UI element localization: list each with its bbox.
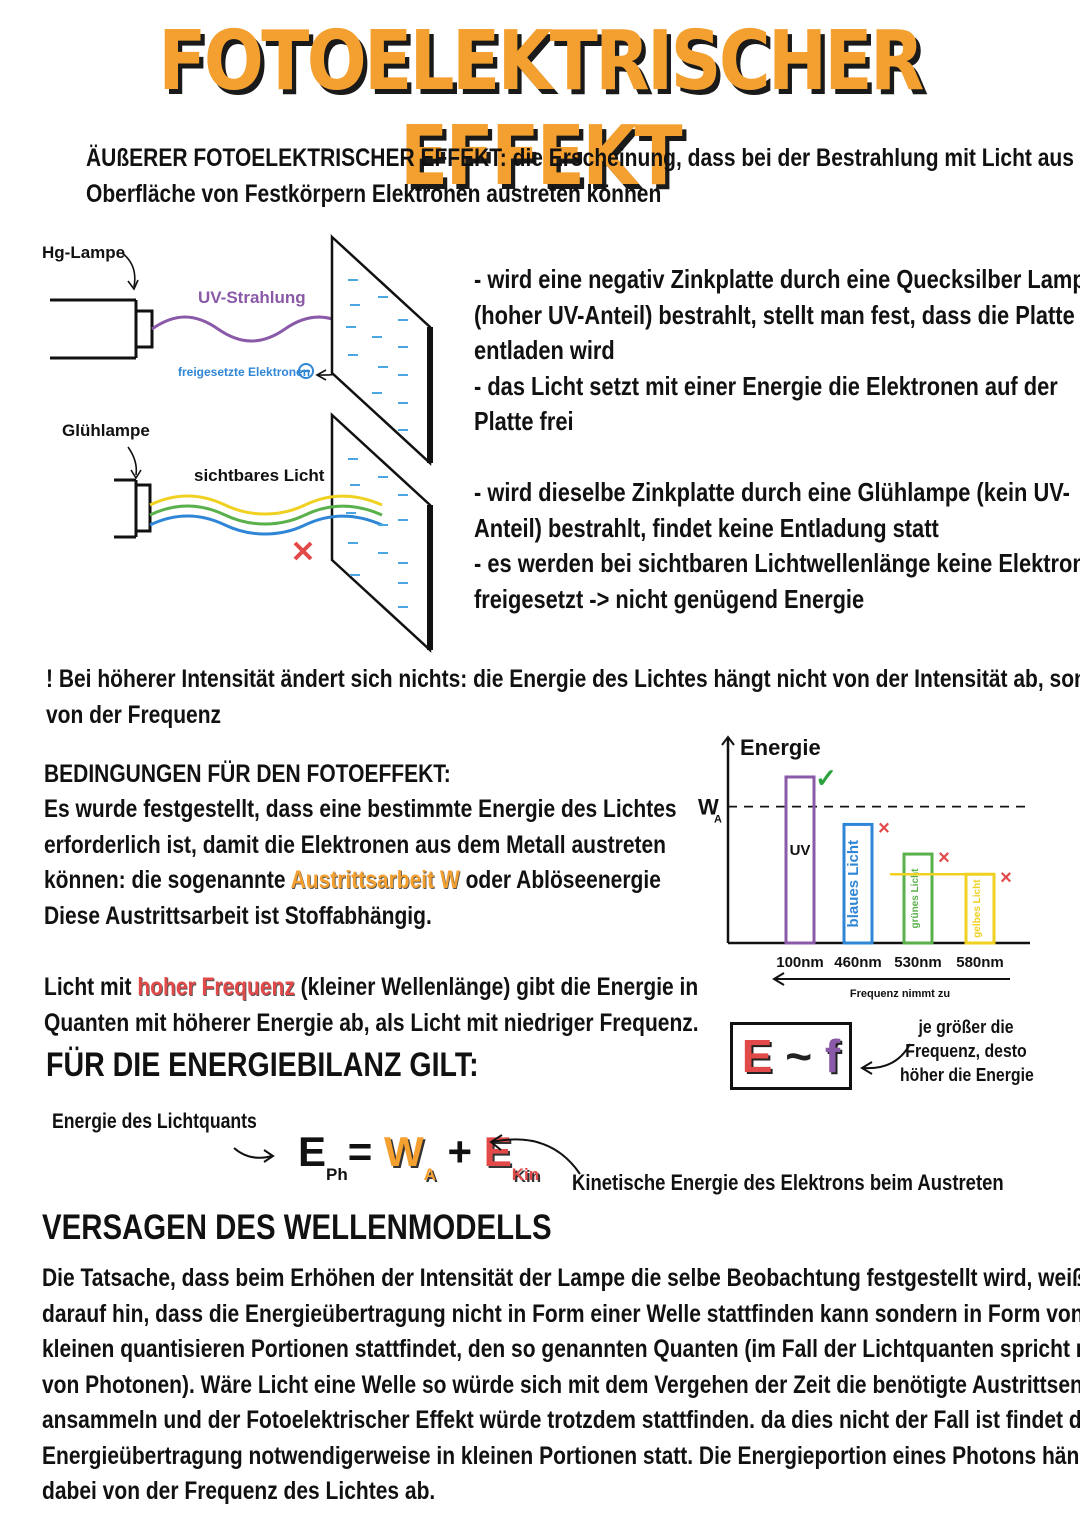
electron-icon: [298, 363, 314, 379]
conditions-line: Diese Austrittsarbeit ist Stoffabhängig.: [44, 901, 432, 930]
plate-charges-bottom: [346, 458, 408, 608]
uv-label: UV-Strahlung: [198, 288, 306, 307]
threshold-label: W: [698, 795, 719, 820]
conditions-line: Es wurde festgestellt, dass eine bestimm…: [44, 795, 677, 823]
zinc-plate-top: [330, 234, 433, 466]
bar-label: grünes Licht: [910, 868, 921, 929]
wave-model-line: Die Tatsache, dass beim Erhöhen der Inte…: [42, 1264, 1080, 1292]
glow-lamp: [114, 478, 152, 539]
bar-label: UV: [790, 842, 811, 859]
definition-text: ÄUßERER FOTOELEKTRISCHER EFFEKT: die Ers…: [86, 140, 1080, 212]
energy-bar: [902, 852, 934, 945]
zinc-plate-bottom: [330, 412, 433, 653]
frequency-symbol: f: [824, 1030, 841, 1082]
tick-label: 530nm: [894, 954, 942, 971]
result-mark: ✓: [815, 763, 837, 793]
intensity-note: ! Bei höherer Intensität ändert sich nic…: [46, 661, 1080, 733]
tick-label: 460nm: [834, 954, 882, 971]
pointer-arrow: [233, 1147, 275, 1163]
energy-symbol: E: [741, 1030, 773, 1082]
result-mark: ×: [878, 817, 890, 839]
tick-label: 580nm: [956, 954, 1004, 971]
glow-lamp-label: Glühlampe: [62, 421, 150, 440]
experiment-diagram: Hg-Lampe UV-Strahlung freigesetzte Elekt…: [42, 234, 433, 653]
hg-lamp-label: Hg-Lampe: [42, 243, 125, 262]
light-quantum-label: Energie des Lichtquants: [52, 1110, 257, 1133]
frequency-highlight: hoher Frequenz: [137, 973, 295, 1001]
frequency-text: Licht mit hoher Frequenz (kleiner Wellen…: [44, 969, 699, 1041]
observation-line: Anteil) bestrahlt, findet keine Entladun…: [474, 512, 939, 543]
frequency-arrow-head: [772, 972, 785, 986]
pointer-arrow: [121, 252, 136, 288]
result-mark: ×: [938, 847, 950, 869]
balance-heading: FÜR DIE ENERGIEBILANZ GILT:: [46, 1046, 479, 1084]
relation-note: je größer die Frequenz, desto höher die …: [900, 1015, 1034, 1087]
relation-note-line: Frequenz, desto: [905, 1041, 1027, 1061]
wave-model-line: dabei von der Frequenz des Lichtes ab.: [42, 1477, 436, 1505]
threshold-sub-label: A: [714, 814, 722, 826]
y-axis-label: Energie: [740, 735, 821, 760]
observation-line: [474, 440, 1080, 476]
bar-label: gelbes Licht: [972, 879, 983, 938]
tick-label: 100nm: [776, 954, 824, 971]
definition-line: Oberfläche von Festkörpern Elektronen au…: [86, 180, 662, 208]
pointer-arrow: [127, 446, 138, 476]
observation-line: - wird dieselbe Zinkplatte durch eine Gl…: [474, 477, 1070, 507]
observation-line: - wird eine negativ Zinkplatte durch ein…: [474, 264, 1080, 294]
wave-model-line: kleinen quantisieren Portionen stattfind…: [42, 1335, 1080, 1363]
wave-model-heading: VERSAGEN DES WELLENMODELLS: [42, 1208, 552, 1247]
kinetic-energy-label: Kinetische Energie des Elektrons beim Au…: [572, 1170, 1004, 1195]
conditions-heading: BEDINGUNGEN FÜR DEN FOTOEFFEKT:: [44, 760, 451, 788]
observation-line: entladen wird: [474, 335, 615, 365]
energy-bar: [842, 822, 874, 945]
frequency-line: Quanten mit höherer Energie ab, als Lich…: [44, 1009, 699, 1037]
y-axis-arrow: [721, 735, 735, 746]
bar-label: blaues Licht: [845, 840, 862, 928]
result-mark: ×: [1000, 867, 1012, 889]
observation-line: freigesetzt -> nicht genügend Energie: [474, 583, 865, 614]
visible-light-waves: [149, 494, 383, 536]
energy-balance-formula: EPh= WA + EKin: [298, 1128, 540, 1184]
page-title: FOTOELEKTRISCHER EFFEKT: [158, 14, 924, 204]
visible-light-label: sichtbares Licht: [194, 466, 325, 485]
note-line: ! Bei höherer Intensität ändert sich nic…: [46, 665, 1080, 693]
cross-icon: [293, 541, 313, 561]
observation-line: - das Licht setzt mit einer Energie die …: [474, 370, 1058, 401]
conditions-line: erforderlich ist, damit die Elektronen a…: [44, 830, 667, 859]
conditions-text: Es wurde festgestellt, dass eine bestimm…: [44, 792, 677, 934]
wave-model-line: darauf hin, dass die Energieübertragung …: [42, 1299, 1080, 1328]
wave-model-line: Energieübertragung notwendigerweise in k…: [42, 1441, 1080, 1470]
relation-note-line: je größer die: [918, 1017, 1014, 1037]
hg-lamp: [50, 298, 154, 360]
pointer-arrow: [860, 1043, 911, 1075]
observation-line: (hoher UV-Anteil) bestrahlt, stellt man …: [474, 299, 1075, 330]
wave-model-text: Die Tatsache, dass beim Erhöhen der Inte…: [42, 1261, 1080, 1510]
pointer-arrow: [489, 1134, 581, 1175]
wave-model-line: ansammeln und der Fotoelektrischer Effek…: [42, 1406, 1080, 1434]
energy-bar: [784, 775, 816, 945]
note-line: von der Frequenz: [46, 701, 222, 729]
plate-charges-top: [346, 279, 408, 431]
observation-line: - es werden bei sichtbaren Lichtwellenlä…: [474, 548, 1080, 578]
energy-frequency-relation: E ~ f: [730, 1022, 852, 1090]
wave-model-line: von Photonen). Wäre Licht eine Welle so …: [42, 1370, 1080, 1399]
austrittsarbeit-highlight: Austrittsarbeit W: [290, 866, 460, 894]
conditions-line: können: die sogenannte Austrittsarbeit W…: [44, 866, 661, 894]
observation-line: Platte frei: [474, 406, 574, 436]
observations-text: - wird eine negativ Zinkplatte durch ein…: [474, 262, 1080, 617]
relation-note-line: höher die Energie: [900, 1065, 1034, 1085]
x-axis-label: Frequenz nimmt zu: [850, 988, 950, 1000]
frequency-line: Licht mit hoher Frequenz (kleiner Wellen…: [44, 973, 699, 1001]
definition-line: ÄUßERER FOTOELEKTRISCHER EFFEKT: die Ers…: [86, 144, 1080, 172]
electrons-label: freigesetzte Elektronen: [178, 365, 310, 379]
